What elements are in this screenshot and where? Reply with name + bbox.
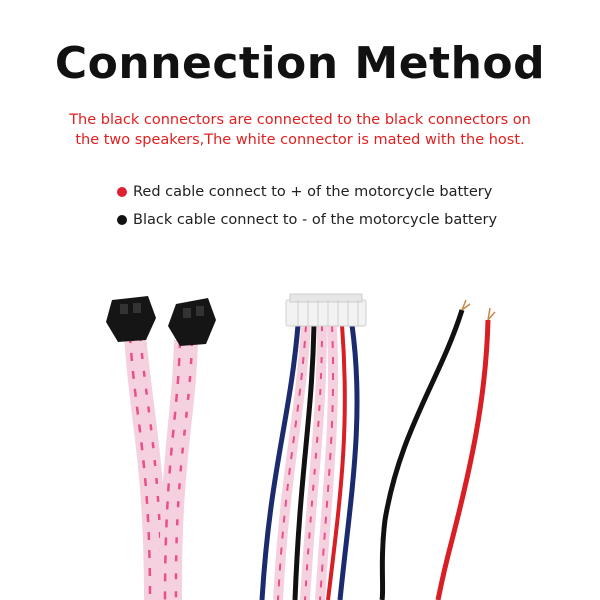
bullet-text: Red cable connect to + of the motorcycle…: [133, 184, 493, 200]
page-title: Connection Method: [54, 38, 546, 89]
note-line-2: the two speakers,The white connector is …: [75, 132, 525, 148]
red-dot-icon: [117, 187, 127, 197]
battery-wire-red: [435, 307, 496, 600]
host-harness: [259, 324, 360, 600]
bullet-list: Red cable connect to + of the motorcycle…: [117, 178, 497, 234]
white-connector-icon: [285, 293, 367, 327]
black-dot-icon: [117, 215, 127, 225]
speaker-cable-left: [124, 334, 198, 600]
note-line-1: The black connectors are connected to th…: [69, 112, 531, 128]
connection-note: The black connectors are connected to th…: [40, 110, 560, 150]
bullet-red-cable: Red cable connect to + of the motorcycle…: [117, 178, 497, 206]
black-connector-icon: [106, 296, 156, 342]
black-connector-icon: [168, 298, 216, 346]
battery-wire-black: [379, 299, 471, 600]
bullet-text: Black cable connect to - of the motorcyc…: [133, 212, 498, 228]
cable-photo: [106, 293, 496, 600]
bullet-black-cable: Black cable connect to - of the motorcyc…: [117, 206, 497, 234]
